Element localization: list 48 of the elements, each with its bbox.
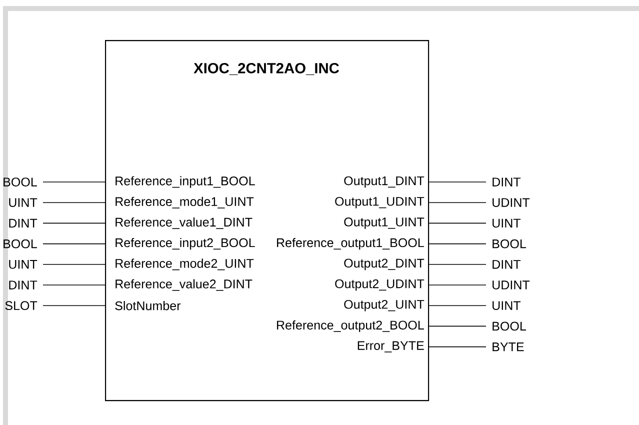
data-type-label: UINT bbox=[492, 218, 521, 228]
pin-line bbox=[42, 305, 106, 306]
pin-line bbox=[428, 284, 486, 286]
pin-line bbox=[428, 305, 486, 306]
data-type-label: BOOL bbox=[492, 239, 526, 248]
pin-line bbox=[42, 243, 106, 244]
input-pin-label: Reference_input2_BOOL bbox=[116, 238, 255, 250]
output-pin-label: Output1_DINT bbox=[344, 176, 424, 188]
data-type-label: UDINT bbox=[492, 198, 530, 207]
pin-line bbox=[428, 264, 486, 265]
pin-line bbox=[42, 264, 106, 265]
output-pin-label: Output2_DINT bbox=[344, 258, 424, 270]
input-pin-label: Reference_value1_DINT bbox=[116, 217, 252, 229]
pin-line bbox=[42, 284, 106, 286]
block-title: XIOC_2CNT2AO_INC bbox=[194, 63, 340, 76]
input-pin-label: SlotNumber bbox=[115, 301, 181, 310]
data-type-label: DINT bbox=[492, 260, 521, 269]
data-type-label: BOOL bbox=[4, 178, 37, 186]
data-type-label: UDINT bbox=[492, 280, 530, 290]
data-type-label: UINT bbox=[492, 301, 521, 310]
pin-line bbox=[42, 202, 106, 203]
data-type-label: SLOT bbox=[5, 301, 38, 310]
output-pin-label: Error_BYTE bbox=[358, 341, 424, 352]
output-pin-label: Reference_output2_BOOL bbox=[277, 320, 424, 332]
pin-line bbox=[428, 222, 486, 224]
output-pin-label: Output2_UDINT bbox=[335, 279, 424, 291]
data-type-label: DINT bbox=[492, 178, 521, 186]
function-block bbox=[105, 40, 430, 402]
data-type-label: BOOL bbox=[4, 239, 37, 248]
data-type-label: BYTE bbox=[492, 342, 524, 352]
input-pin-label: Reference_value2_DINT bbox=[116, 279, 252, 291]
input-pin-label: Reference_mode2_UINT bbox=[116, 258, 254, 270]
pin-line bbox=[42, 222, 106, 224]
pin-line bbox=[428, 346, 486, 348]
output-pin-label: Output2_UINT bbox=[344, 300, 424, 312]
data-type-label: DINT bbox=[9, 218, 38, 228]
pin-line bbox=[428, 202, 486, 203]
data-type-label: BOOL bbox=[492, 322, 526, 331]
input-pin-label: Reference_input1_BOOL bbox=[116, 176, 255, 188]
data-type-label: DINT bbox=[9, 280, 38, 290]
output-pin-label: Output1_UINT bbox=[344, 218, 424, 229]
input-pin-label: Reference_mode1_UINT bbox=[116, 196, 254, 208]
output-pin-label: Output1_UDINT bbox=[335, 196, 424, 208]
pin-line bbox=[428, 326, 486, 327]
pin-line bbox=[428, 243, 486, 244]
data-type-label: UINT bbox=[9, 260, 38, 269]
data-type-label: UINT bbox=[9, 198, 38, 207]
output-pin-label: Reference_output1_BOOL bbox=[277, 238, 424, 250]
